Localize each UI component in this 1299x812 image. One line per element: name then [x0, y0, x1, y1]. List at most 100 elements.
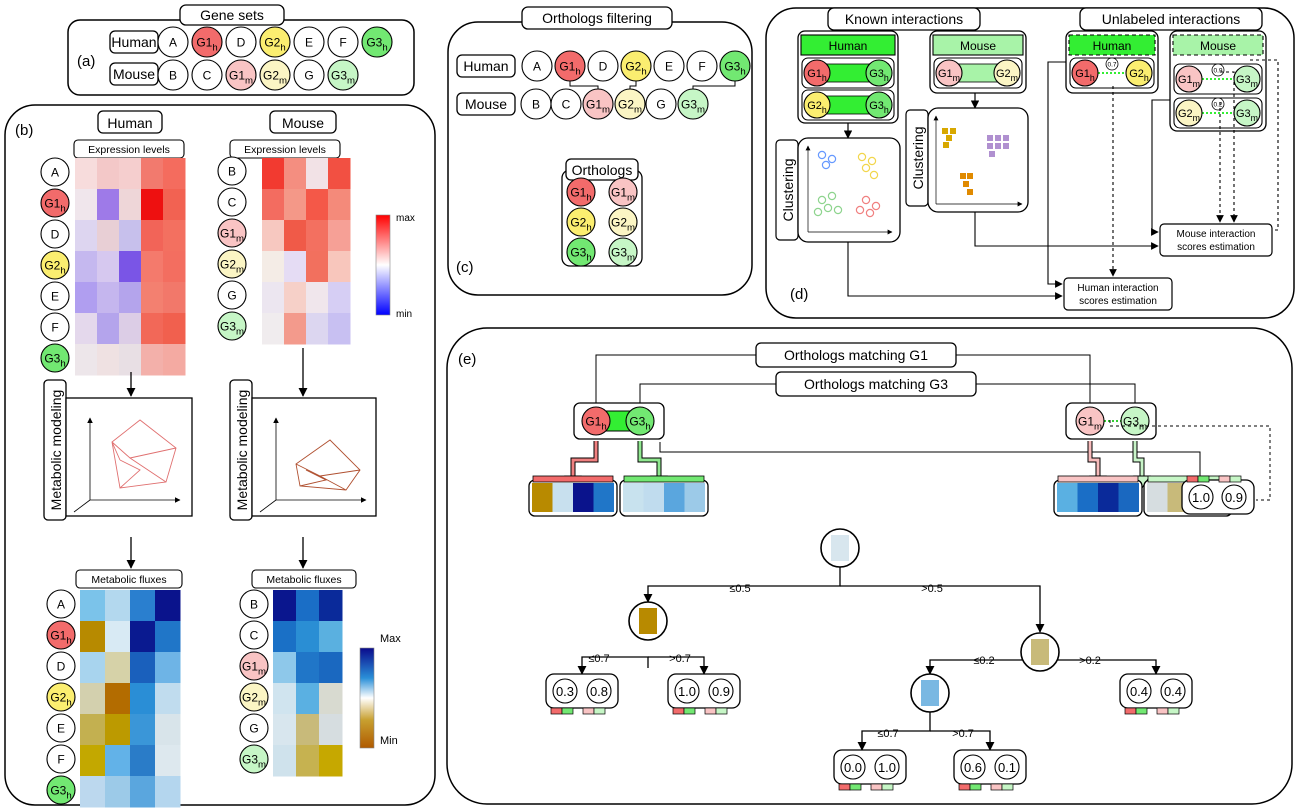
heatmap-cell	[273, 590, 297, 622]
gene-label: G3h	[724, 59, 745, 77]
edge-value: 0.7	[1107, 62, 1116, 69]
gene-label: D	[51, 227, 60, 241]
heatmap-cell	[328, 189, 351, 221]
gene-label: G1h	[44, 196, 65, 214]
leaf-tag	[969, 783, 982, 791]
heatmap-cell	[141, 158, 164, 190]
gene-circle	[803, 59, 831, 87]
tree-node-feature	[639, 608, 657, 634]
gene-label: G1m	[1078, 414, 1102, 432]
heatmap-cell	[328, 251, 351, 283]
leaf-tag	[870, 783, 883, 791]
heatmap-cell	[105, 652, 131, 684]
gene-node: F	[686, 50, 718, 82]
gene-subscript: h	[740, 67, 745, 78]
mouse-flux-heatmap	[273, 590, 343, 777]
gene-node: D	[225, 26, 257, 58]
edge-value-circle	[1105, 57, 1119, 71]
unlabeled-interactions-title-box	[1079, 7, 1263, 31]
heatmap-cell	[97, 158, 120, 190]
split-right-left: ≤0.2	[973, 655, 994, 667]
human-expression-heatmap	[75, 158, 186, 376]
gene-subscript: h	[822, 105, 827, 115]
gene-circle	[40, 281, 70, 311]
gene-label: G3h	[50, 783, 71, 801]
gene-base: G2	[1178, 108, 1193, 120]
gene-subscript: h	[66, 791, 71, 802]
gene-circle	[157, 26, 189, 58]
gene-circle	[614, 88, 646, 120]
gene-subscript: m	[279, 76, 287, 87]
heatmap-cell	[119, 251, 142, 283]
gene-label: G1m	[938, 68, 960, 83]
gene-label: C	[562, 97, 571, 111]
gene-label: G3m	[1236, 74, 1258, 89]
leaf-tag	[958, 783, 971, 791]
heatmap-cell	[75, 189, 98, 221]
gene-base: F	[698, 59, 705, 73]
gene-base: E	[305, 35, 313, 49]
gene-label: G1m	[1178, 74, 1200, 89]
gene-base: G1	[220, 226, 236, 240]
gene-label: F	[339, 35, 346, 49]
feature-cell	[623, 483, 644, 512]
gene-node: A	[40, 157, 70, 187]
gene-subscript: m	[627, 253, 635, 264]
leaf-score: 0.1	[998, 760, 1016, 775]
panel-c-ortholog-links	[569, 81, 736, 89]
gene-base: G2	[50, 690, 66, 704]
cluster-point	[821, 160, 831, 170]
gene-label: F	[57, 752, 64, 766]
heatmap-cell	[163, 189, 186, 221]
cluster-point	[963, 181, 969, 187]
leaf-score-circle	[994, 754, 1020, 780]
gene-circle	[259, 59, 291, 91]
gene-node: G1m	[225, 59, 257, 91]
feature-cell	[573, 483, 594, 512]
feature-cell	[552, 483, 573, 512]
gene-base: G3	[220, 319, 236, 333]
gene-subscript: m	[258, 698, 266, 709]
gene-circle	[217, 249, 247, 279]
gene-base: G2	[220, 257, 236, 271]
gene-circle	[803, 91, 831, 119]
gene-base: B	[532, 97, 540, 111]
gene-node: G2h	[40, 250, 70, 280]
cluster-point	[1003, 143, 1009, 149]
ortholog-link	[569, 81, 599, 89]
gene-base: C	[250, 628, 259, 642]
leaf-score: 0.4	[1130, 684, 1148, 699]
gene-node: E	[653, 50, 685, 82]
cluster-point	[967, 189, 973, 195]
gene-base: D	[599, 59, 608, 73]
gene-base: G2	[625, 59, 641, 73]
gene-circle	[1175, 99, 1203, 127]
leaf-tag	[582, 707, 595, 715]
gene-subscript: h	[586, 193, 591, 204]
gene-circle	[46, 589, 76, 619]
gene-circle	[225, 59, 257, 91]
heatmap-cell	[296, 683, 320, 715]
cluster-point	[833, 205, 843, 215]
heatmap-cell	[306, 220, 329, 252]
panel-b-mouse-title-box	[269, 110, 337, 134]
heatmap-cell	[119, 158, 142, 190]
heatmap-cell	[141, 282, 164, 314]
gene-label: G2m	[220, 257, 244, 275]
gene-base: G3	[629, 414, 645, 428]
cluster-point	[943, 142, 949, 148]
gene-label: G2m	[242, 690, 266, 708]
match-lines	[595, 354, 1201, 480]
gene-base: G2	[807, 100, 822, 112]
gene-label: B	[250, 597, 258, 611]
gene-base: G2	[44, 258, 60, 272]
gene-sets-title: Gene sets	[200, 7, 264, 23]
cluster-point	[950, 128, 956, 134]
gene-base: G1	[242, 659, 258, 673]
gene-node: G	[217, 280, 247, 310]
mouse-scores-line1: Mouse interaction	[1177, 229, 1256, 240]
gene-base: G1	[807, 68, 822, 80]
tree-edge	[930, 730, 995, 751]
heatmap-cell	[97, 282, 120, 314]
